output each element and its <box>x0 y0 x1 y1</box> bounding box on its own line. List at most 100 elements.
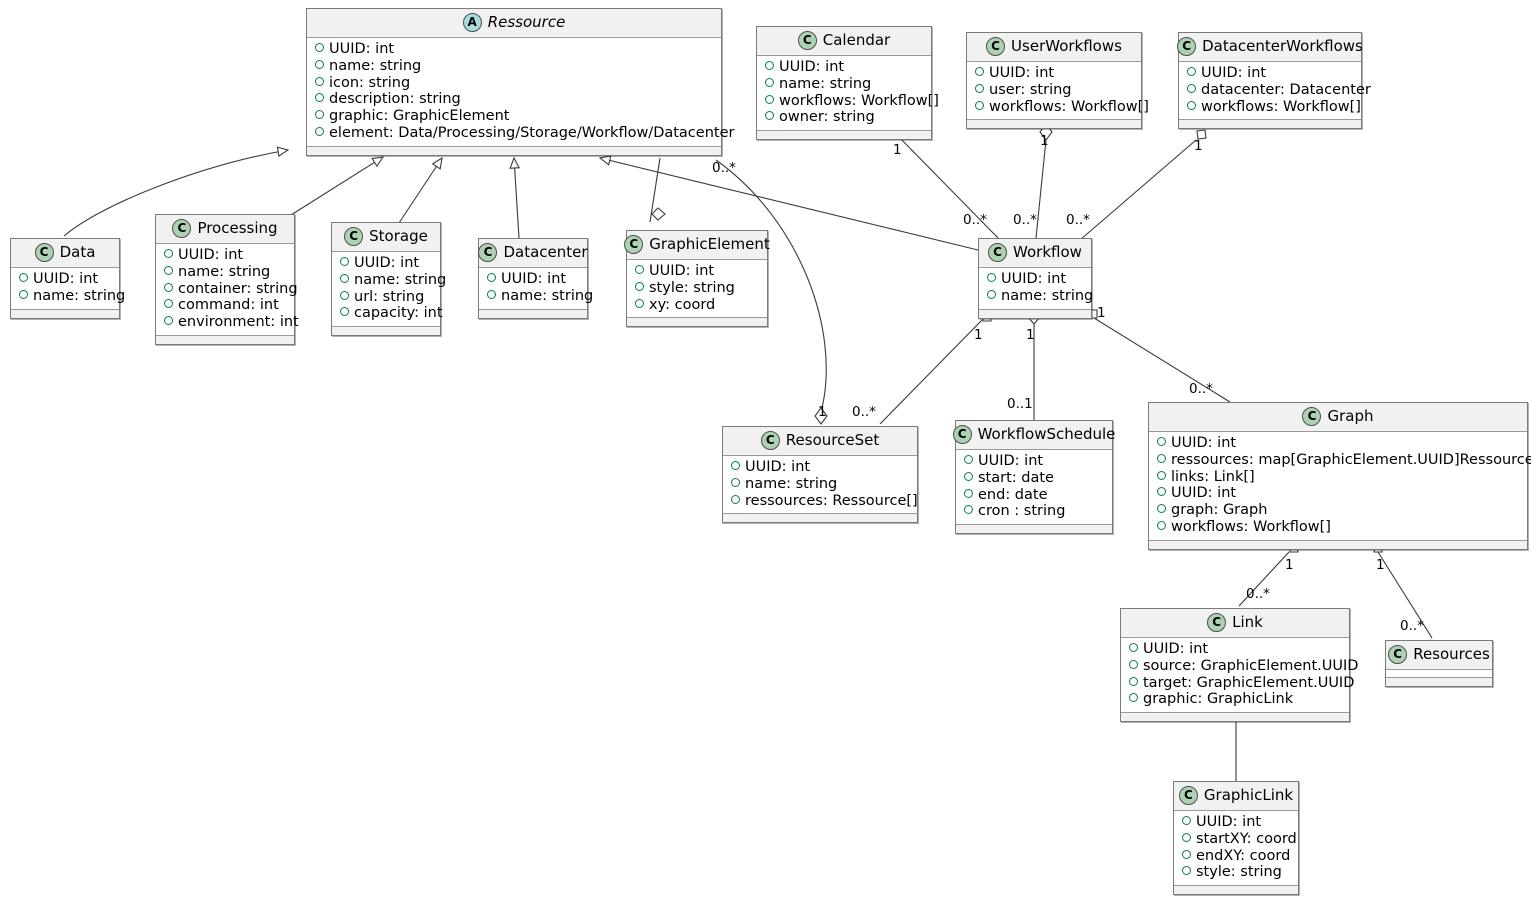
attribute-row: graphic: GraphicLink <box>1127 691 1343 708</box>
attribute-row: name: string <box>313 58 715 75</box>
class-methods-userworkflows <box>967 119 1141 129</box>
class-methods-graph <box>1149 539 1527 549</box>
class-methods-resources <box>1386 677 1492 686</box>
attribute-row: cron : string <box>962 503 1106 520</box>
class-icon: C <box>952 425 972 444</box>
attribute-label: cron : string <box>978 503 1066 520</box>
attribute-row: capacity: int <box>338 305 443 322</box>
class-attributes-resources <box>1386 670 1492 677</box>
multiplicity-label: 1 <box>1040 133 1049 149</box>
public-visibility-icon <box>635 265 644 274</box>
attribute-label: workflows: Workflow[] <box>989 98 1149 115</box>
class-name-workflowschedule: WorkflowSchedule <box>977 425 1116 444</box>
attribute-row: UUID: int <box>338 255 434 272</box>
attribute-label: UUID: int <box>779 59 845 75</box>
class-methods-graphicelement <box>627 317 767 327</box>
multiplicity-label: 0..* <box>1066 212 1090 228</box>
attribute-label: UUID: int <box>1001 271 1067 287</box>
multiplicity-label: 1 <box>818 404 827 420</box>
attribute-label: ressources: Ressource[] <box>745 492 918 509</box>
attribute-label: owner: string <box>779 109 875 126</box>
public-visibility-icon <box>1187 67 1196 76</box>
class-name-ressource: Ressource <box>487 13 566 32</box>
class-methods-processing <box>156 335 294 345</box>
attribute-row: UUID: int <box>962 453 1106 470</box>
attribute-label: UUID: int <box>745 459 811 475</box>
public-visibility-icon <box>164 299 173 309</box>
public-visibility-icon <box>487 273 496 282</box>
class-methods-datacenter <box>479 308 587 318</box>
abstract-class-icon: A <box>462 13 482 32</box>
multiplicity-label: 0..* <box>1400 618 1424 634</box>
attribute-row: UUID: int <box>633 263 761 280</box>
class-icon: C <box>760 431 780 450</box>
attribute-row: command: int <box>162 297 288 314</box>
attribute-row: workflows: Workflow[] <box>973 99 1149 116</box>
public-visibility-icon <box>315 43 324 52</box>
attribute-row: UUID: int <box>1127 641 1343 658</box>
attribute-label: start: date <box>978 469 1054 486</box>
class-icon: C <box>988 243 1008 262</box>
multiplicity-label: 0..* <box>852 404 876 420</box>
attribute-label: UUID: int <box>649 263 715 279</box>
attribute-row: links: Link[] <box>1155 469 1521 486</box>
multiplicity-label: 0..* <box>963 212 987 228</box>
attribute-label: name: string <box>354 271 447 288</box>
class-name-data: Data <box>59 243 96 262</box>
public-visibility-icon <box>340 307 349 317</box>
attribute-label: target: GraphicElement.UUID <box>1143 674 1355 691</box>
class-icon: C <box>478 243 498 262</box>
attribute-row: target: GraphicElement.UUID <box>1127 675 1354 692</box>
attribute-label: endXY: coord <box>1196 847 1291 864</box>
class-methods-storage <box>332 326 440 336</box>
attribute-row: UUID: int <box>1185 65 1355 82</box>
public-visibility-icon <box>1129 676 1138 686</box>
attribute-label: UUID: int <box>329 41 395 57</box>
attribute-label: UUID: int <box>33 271 99 287</box>
class-icon: C <box>986 37 1006 56</box>
attribute-row: name: string <box>162 264 288 281</box>
attribute-label: UUID: int <box>178 247 244 263</box>
attribute-label: name: string <box>501 287 594 304</box>
public-visibility-icon <box>1182 849 1191 859</box>
attribute-label: links: Link[] <box>1171 468 1255 485</box>
public-visibility-icon <box>1157 437 1166 446</box>
edge-workflow-resourceset <box>879 319 983 425</box>
attribute-label: UUID: int <box>501 271 567 287</box>
class-methods-ressource <box>307 145 721 155</box>
attribute-label: url: string <box>354 288 425 305</box>
class-name-graphiclink: GraphicLink <box>1203 786 1294 805</box>
public-visibility-icon <box>1182 832 1191 842</box>
attribute-row: icon: string <box>313 75 715 92</box>
class-header-workflowschedule: C WorkflowSchedule <box>952 421 1115 450</box>
